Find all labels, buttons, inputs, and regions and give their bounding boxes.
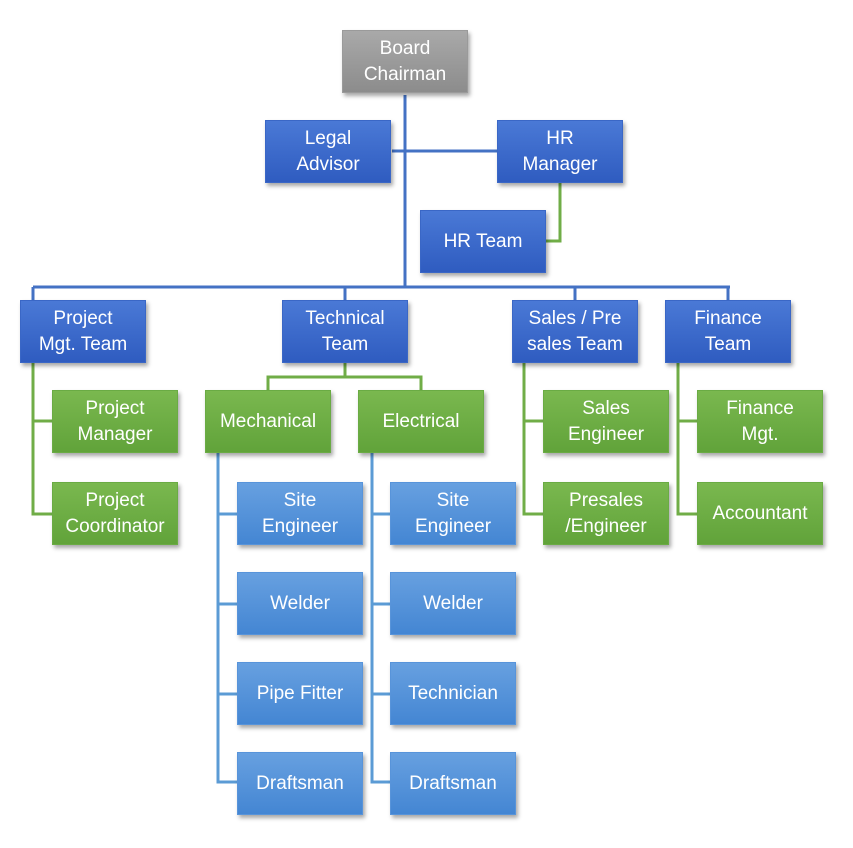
node-legal-advisor: Legal Advisor [265,120,391,183]
node-project-manager: Project Manager [52,390,178,453]
node-technical-team: Technical Team [282,300,408,363]
node-elec-site-engineer: Site Engineer [390,482,516,545]
node-finance-mgt: Finance Mgt. [697,390,823,453]
connector-project-list [31,363,52,516]
connector-finance-list [676,363,697,516]
node-mech-draftsman: Draftsman [237,752,363,815]
node-project-coordinator: Project Coordinator [52,482,178,545]
connector-tech-split [266,363,423,390]
connector-hr-team [545,183,562,243]
node-hr-manager: HR Manager [497,120,623,183]
node-sales-team: Sales / Pre sales Team [512,300,638,363]
node-project-mgt-team: Project Mgt. Team [20,300,146,363]
node-mech-pipe-fitter: Pipe Fitter [237,662,363,725]
node-elec-technician: Technician [390,662,516,725]
node-elec-draftsman: Draftsman [390,752,516,815]
node-electrical: Electrical [358,390,484,453]
connector-elec-list [370,453,390,784]
node-sales-engineer: Sales Engineer [543,390,669,453]
node-mech-site-engineer: Site Engineer [237,482,363,545]
node-finance-team: Finance Team [665,300,791,363]
node-board-chairman: Board Chairman [342,30,468,93]
node-elec-welder: Welder [390,572,516,635]
node-mech-welder: Welder [237,572,363,635]
connector-mech-list [216,453,237,784]
node-presales-engineer: Presales /Engineer [543,482,669,545]
node-mechanical: Mechanical [205,390,331,453]
node-hr-team: HR Team [420,210,546,273]
node-accountant: Accountant [697,482,823,545]
connector-sales-list [522,363,543,516]
